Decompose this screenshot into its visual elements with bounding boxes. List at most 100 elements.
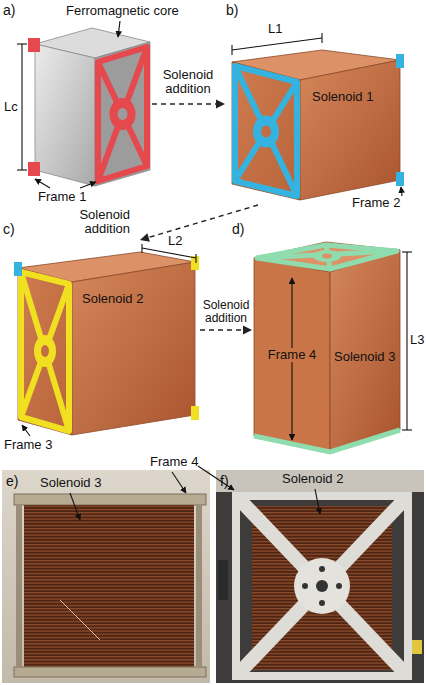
frame-3 — [14, 256, 199, 431]
frame-2 — [253, 116, 279, 148]
panel-letter: a) — [3, 3, 15, 18]
frame-2 — [261, 126, 271, 138]
photo-e — [24, 505, 194, 667]
frame-3 — [34, 335, 56, 367]
frame-4 — [313, 250, 341, 262]
frame-3 — [21, 272, 69, 431]
photo-e — [60, 600, 100, 640]
frame-1 — [98, 62, 147, 166]
frame-2 — [235, 66, 297, 196]
photo-e — [14, 667, 206, 677]
dashed-line — [152, 103, 217, 104]
panel-letter: f) — [220, 474, 229, 489]
frame-4 — [257, 245, 397, 269]
part-label: Solenoid 3 — [334, 350, 395, 364]
leader-line — [401, 187, 402, 196]
photo-e — [14, 494, 206, 505]
frame-2 — [396, 172, 404, 186]
dimension-line — [402, 429, 412, 430]
part-label: Solenoid 2 — [82, 292, 143, 306]
panel: d)Frame 4Solenoid 3L3 — [252, 240, 424, 455]
solenoid-1-cube — [232, 50, 400, 200]
frame-1 — [118, 108, 128, 120]
dimension-label: Lc — [4, 100, 18, 114]
dimension-line — [232, 38, 322, 50]
process-arrow — [200, 326, 252, 335]
dimension-line — [406, 252, 407, 430]
leader-line — [118, 21, 120, 37]
dimension-line — [141, 244, 142, 253]
solenoid-1-cube — [232, 62, 300, 200]
part-label: Solenoid 2 — [282, 472, 343, 486]
panel: b)L1Solenoid 1Frame 2 — [225, 0, 423, 205]
frame-3 — [14, 262, 22, 276]
dimension-line — [321, 33, 322, 43]
photo-e — [2, 470, 210, 683]
frame-2 — [396, 54, 404, 68]
core-cube — [35, 44, 95, 186]
frame-1 — [110, 98, 136, 130]
arrow-head — [140, 233, 150, 242]
panel: a)Ferromagnetic coreLcFrame 1 — [2, 0, 152, 212]
dimension-label: L1 — [268, 22, 282, 36]
part-label: Frame 4 — [266, 348, 318, 362]
frame-1 — [28, 162, 40, 176]
frame-1 — [98, 47, 147, 181]
leader-line — [22, 425, 30, 436]
photo-f — [216, 470, 424, 492]
core-cube — [95, 42, 150, 186]
process-arrow — [140, 205, 258, 242]
panel-letter: b) — [226, 3, 238, 18]
solenoid-3-cube — [254, 258, 330, 452]
photo-f — [294, 558, 350, 614]
dimension-line — [17, 43, 27, 44]
solenoid-3-cube — [254, 242, 400, 452]
dimension-line — [232, 33, 322, 55]
leader-line — [22, 425, 30, 436]
solenoid-2-cube — [72, 262, 195, 435]
solenoid-3-cube — [330, 250, 400, 452]
frame-3 — [41, 345, 49, 357]
arrow-label: Solenoid addition — [200, 299, 252, 325]
arrow-head — [216, 100, 225, 109]
photo-f — [319, 600, 325, 606]
photo-f — [240, 500, 404, 672]
dashed-line — [200, 329, 244, 330]
frame-4 — [322, 254, 332, 259]
arrow-label: Solenoid addition — [152, 68, 224, 97]
dimension-line — [292, 252, 412, 440]
frame-1 — [28, 38, 147, 181]
core-cube — [35, 28, 150, 186]
dimension-line — [195, 254, 196, 263]
part-label: Solenoid 3 — [40, 476, 101, 490]
photo-f — [240, 500, 404, 672]
panel-letter: e) — [6, 474, 18, 489]
dimension-line — [231, 45, 232, 55]
frame-1 — [98, 47, 147, 181]
frame-2 — [235, 66, 297, 196]
frame-1 — [28, 38, 40, 52]
leader-line — [35, 179, 50, 188]
leader-line — [172, 472, 186, 493]
frame-4 — [254, 245, 400, 452]
part-label: Frame 4 — [150, 455, 198, 469]
arrow-head — [243, 326, 252, 335]
dimension-line — [142, 248, 196, 258]
part-label: Frame 1 — [38, 190, 86, 204]
photo-f — [216, 470, 424, 683]
photo-f — [302, 583, 308, 589]
photo-f — [336, 583, 342, 589]
dimension-line — [21, 44, 22, 170]
dashed-line — [148, 205, 258, 238]
frame-2 — [235, 82, 297, 181]
panel-letter: c) — [3, 222, 15, 237]
dimension-line — [17, 44, 27, 170]
photo-f — [316, 580, 328, 592]
dimension-line — [17, 169, 27, 170]
panel-letter: d) — [232, 222, 244, 237]
dimension-label: L2 — [168, 234, 182, 248]
process-arrow — [152, 100, 225, 109]
frame-3 — [21, 272, 69, 431]
photo-e — [2, 470, 210, 683]
